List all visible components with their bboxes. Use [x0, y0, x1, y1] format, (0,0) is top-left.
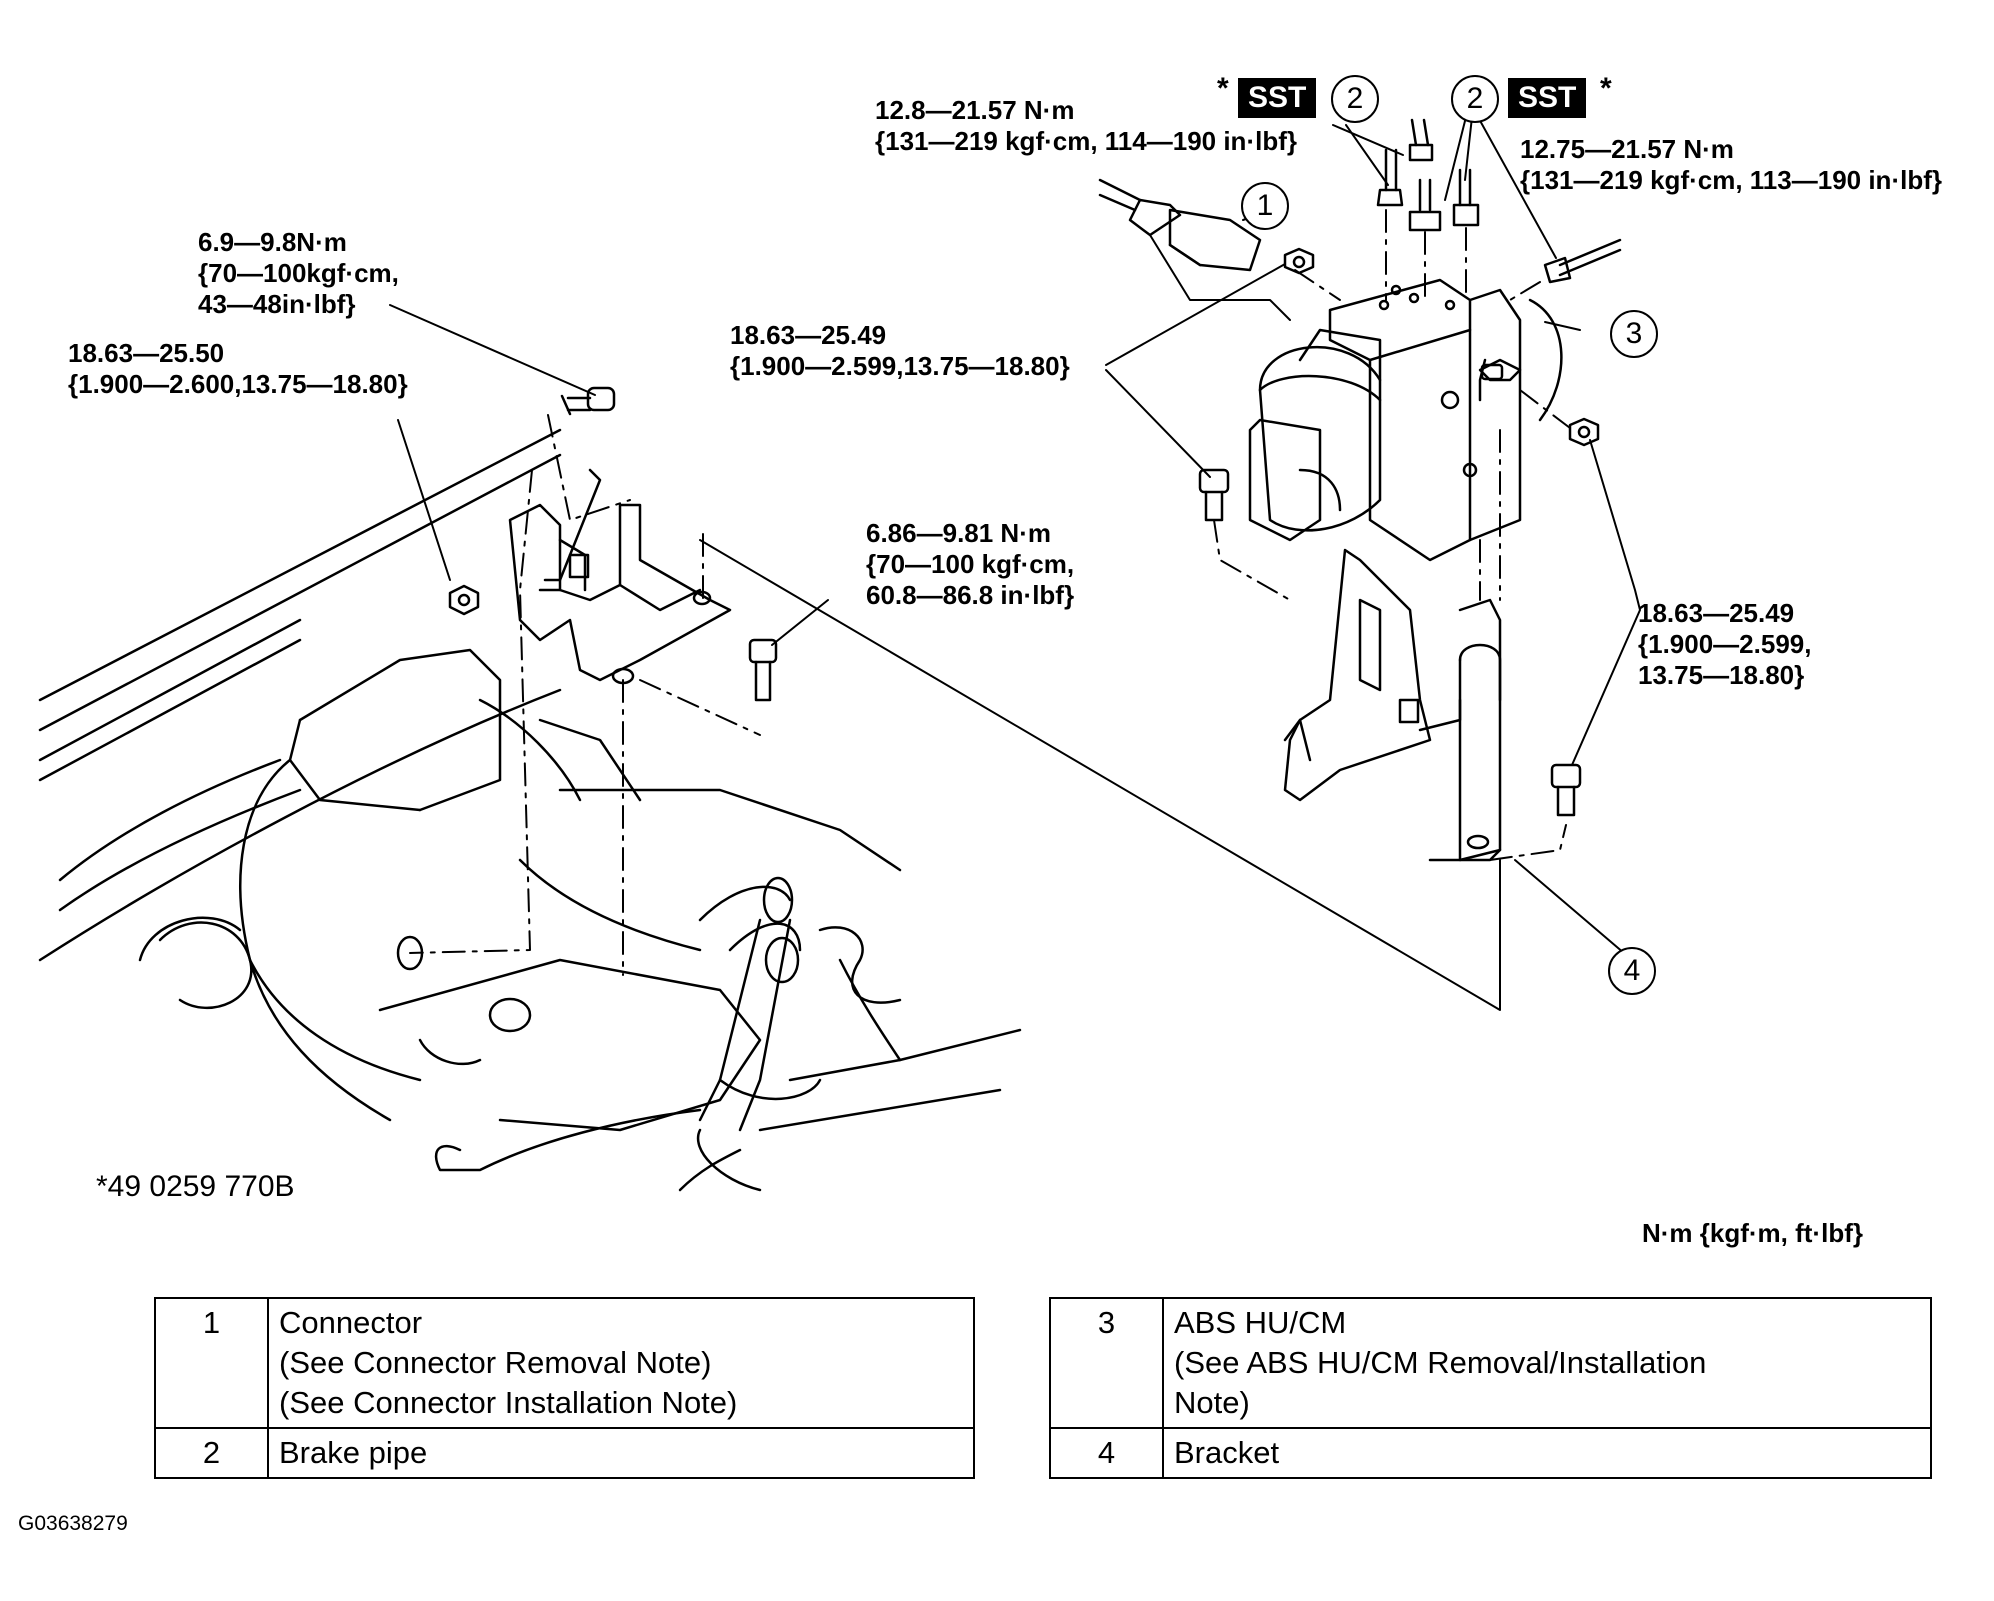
units-note: N·m {kgf·m, ft·lbf}: [1642, 1218, 1863, 1248]
callout-4: 4: [1608, 947, 1656, 995]
brake-pipes-drawing: [1376, 118, 1622, 284]
callout-2-right: 2: [1451, 75, 1499, 123]
legend-line: (See ABS HU/CM Removal/Installation: [1174, 1345, 1707, 1380]
legend-row: 1 Connector (See Connector Removal Note)…: [154, 1297, 975, 1429]
legend-table-right: 3 ABS HU/CM (See ABS HU/CM Removal/Insta…: [1049, 1297, 1932, 1479]
torque-value: 6.9—9.8N·m: [198, 227, 347, 257]
torque-value: 18.63—25.50: [68, 338, 225, 368]
torque-label-connector: 12.8—21.57 N·m {131—219 kgf·cm, 114—190 …: [875, 95, 1297, 157]
alignment-lines: [409, 209, 1571, 976]
torque-alt-units: {70—100 kgf·cm,: [866, 549, 1075, 579]
legend-number: 3: [1049, 1297, 1164, 1429]
torque-value: 18.63—25.49: [730, 320, 887, 350]
torque-alt-units: {131—219 kgf·cm, 114—190 in·lbf}: [875, 126, 1297, 156]
torque-alt-units: 43—48in·lbf}: [198, 289, 356, 319]
callout-2-left: 2: [1331, 75, 1379, 123]
legend-number: 2: [154, 1427, 269, 1479]
legend-number: 4: [1049, 1427, 1164, 1479]
abs-fasteners: [1198, 247, 1600, 817]
legend-line: (See Connector Removal Note): [279, 1345, 712, 1380]
torque-value: 12.75—21.57 N·m: [1520, 134, 1734, 164]
torque-value: 6.86—9.81 N·m: [866, 518, 1051, 548]
legend-description: Brake pipe: [267, 1427, 975, 1479]
legend-row: 3 ABS HU/CM (See ABS HU/CM Removal/Insta…: [1049, 1297, 1932, 1429]
legend-description: Connector (See Connector Removal Note) (…: [267, 1297, 975, 1429]
legend-description: ABS HU/CM (See ABS HU/CM Removal/Install…: [1162, 1297, 1932, 1429]
left-fasteners: [448, 386, 778, 702]
legend-row: 4 Bracket: [1049, 1427, 1932, 1479]
legend-row: 2 Brake pipe: [154, 1427, 975, 1479]
torque-label-brake-pipe: 12.75—21.57 N·m {131—219 kgf·cm, 113—190…: [1520, 134, 1942, 196]
sst-badge-left: SST: [1238, 78, 1317, 118]
legend-description: Bracket: [1162, 1427, 1932, 1479]
torque-alt-units: 60.8—86.8 in·lbf}: [866, 580, 1075, 610]
legend-number: 1: [154, 1297, 269, 1429]
legend-line: Note): [1174, 1385, 1250, 1420]
torque-alt-units: {1.900—2.599,13.75—18.80}: [730, 351, 1070, 381]
torque-label-hu-nut: 18.63—25.49 {1.900—2.599,13.75—18.80}: [730, 320, 1070, 382]
torque-alt-units: 13.75—18.80}: [1638, 660, 1805, 690]
torque-value: 18.63—25.49: [1638, 598, 1795, 628]
abs-bracket-drawing: [1283, 548, 1502, 862]
sst-badge-right: SST: [1508, 78, 1587, 118]
legend-line: (See Connector Installation Note): [279, 1385, 738, 1420]
torque-label-left-nut: 18.63—25.50 {1.900—2.600,13.75—18.80}: [68, 338, 408, 400]
torque-label-right-bolt: 18.63—25.49 {1.900—2.599, 13.75—18.80}: [1638, 598, 1811, 691]
legend-line: Connector: [279, 1305, 423, 1340]
legend-line: ABS HU/CM: [1174, 1305, 1347, 1340]
torque-alt-units: {131—219 kgf·cm, 113—190 in·lbf}: [1520, 165, 1942, 195]
torque-alt-units: {1.900—2.600,13.75—18.80}: [68, 369, 408, 399]
vehicle-body-drawing: [38, 428, 1022, 1192]
torque-value: 12.8—21.57 N·m: [875, 95, 1075, 125]
sst-asterisk: *: [1217, 72, 1229, 105]
legend-table-left: 1 Connector (See Connector Removal Note)…: [154, 1297, 975, 1479]
torque-label-upper-left-bolt: 6.9—9.8N·m {70—100kgf·cm, 43—48in·lbf}: [198, 227, 399, 320]
connector-drawing: [1098, 178, 1262, 272]
abs-hucm-unit-drawing: [1248, 278, 1563, 562]
vehicle-bracket-drawing: [508, 468, 732, 685]
torque-label-bracket-bolt: 6.86—9.81 N·m {70—100 kgf·cm, 60.8—86.8 …: [866, 518, 1074, 611]
leader-lines: [389, 116, 1641, 1011]
figure-id: G03638279: [18, 1512, 128, 1535]
callout-3: 3: [1610, 310, 1658, 358]
special-tool-note: *49 0259 770B: [96, 1170, 295, 1203]
torque-alt-units: {70—100kgf·cm,: [198, 258, 399, 288]
torque-alt-units: {1.900—2.599,: [1638, 629, 1812, 659]
sst-asterisk: *: [1600, 72, 1612, 105]
callout-1: 1: [1241, 182, 1289, 230]
legend-line: Bracket: [1174, 1435, 1280, 1470]
legend-line: Brake pipe: [279, 1435, 428, 1470]
